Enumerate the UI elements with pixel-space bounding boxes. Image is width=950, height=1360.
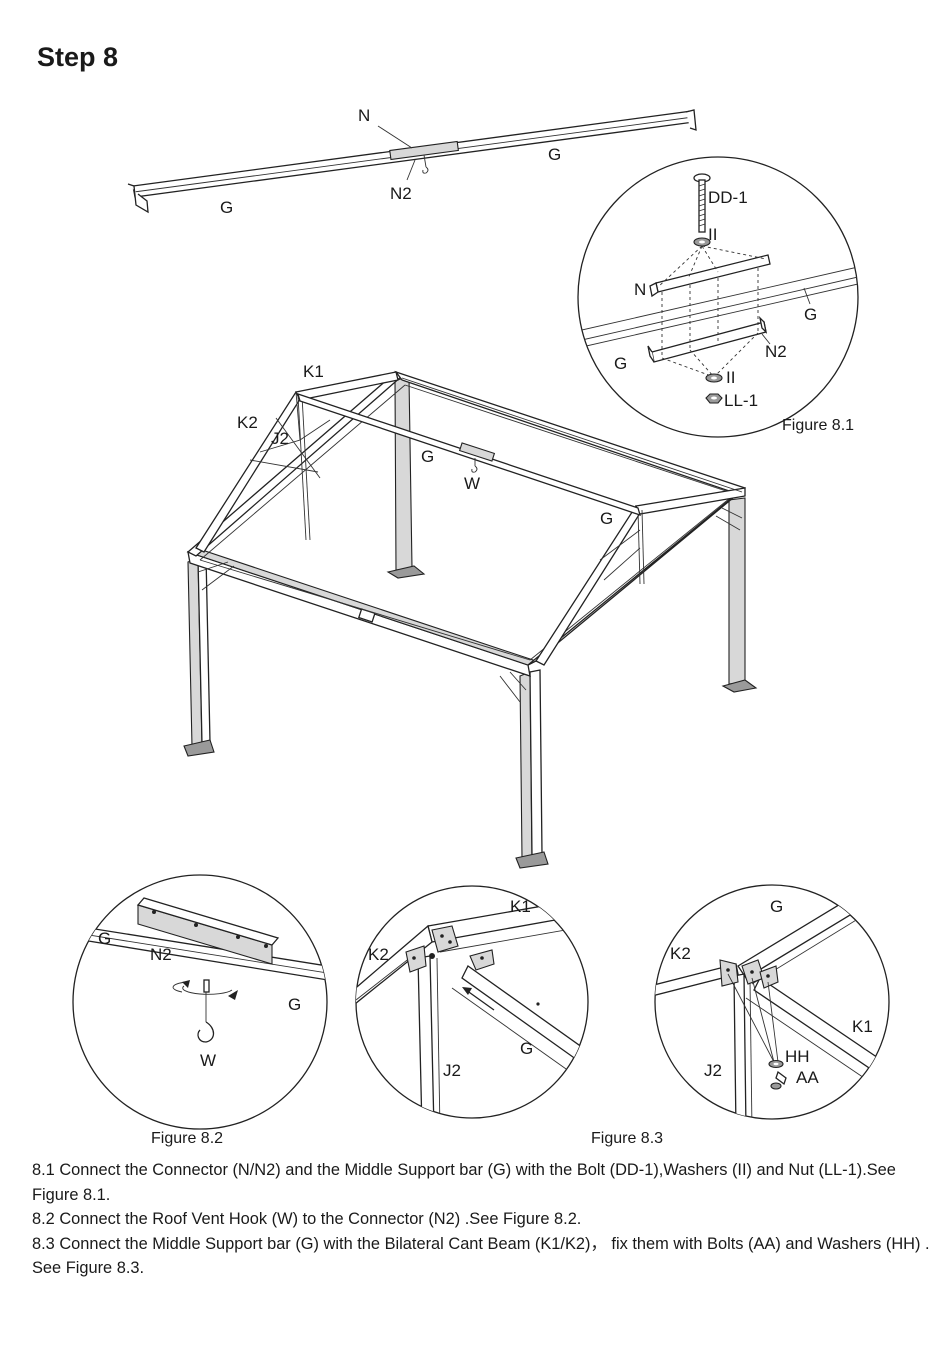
label-ll1: LL-1 xyxy=(724,391,758,410)
label-ii-bottom: II xyxy=(726,368,735,387)
instruction-8-2: 8.2 Connect the Roof Vent Hook (W) to th… xyxy=(32,1210,582,1228)
label-k2-fig83b: K2 xyxy=(670,944,691,963)
step-title: Step 8 xyxy=(37,42,119,72)
label-n-top: N xyxy=(358,106,370,125)
label-g-top-left: G xyxy=(220,198,233,217)
figure-8-1-detail xyxy=(578,173,858,404)
figure-8-2-detail xyxy=(73,897,327,1043)
label-g-main-right: G xyxy=(600,509,613,528)
figure-8-3-detail-left xyxy=(356,895,588,1118)
label-g-main-center: G xyxy=(421,447,434,466)
top-middle-support-bar xyxy=(127,109,697,214)
label-w-fig82: W xyxy=(200,1051,216,1070)
label-g-top-right: G xyxy=(548,145,561,164)
instruction-8-3: 8.3 Connect the Middle Support bar (G) w… xyxy=(32,1234,930,1278)
figure-8-3-circle-right xyxy=(654,884,890,1120)
instructions: 8.1 Connect the Connector (N/N2) and the… xyxy=(32,1158,944,1281)
label-n2-top: N2 xyxy=(390,184,412,203)
label-j2-fig83a: J2 xyxy=(443,1061,461,1080)
label-k2-fig83a: K2 xyxy=(368,945,389,964)
label-g-fig83a: G xyxy=(520,1039,533,1058)
label-g-fig81-right: G xyxy=(804,305,817,324)
label-w-main: W xyxy=(464,474,480,493)
gazebo-frame xyxy=(183,370,758,869)
label-hh-fig83b: HH xyxy=(785,1047,810,1066)
label-dd1: DD-1 xyxy=(708,188,748,207)
label-k1-main: K1 xyxy=(303,362,324,381)
caption-figure-8-3: Figure 8.3 xyxy=(591,1130,663,1147)
label-ii-top: II xyxy=(708,225,717,244)
label-j2-main: J2 xyxy=(271,429,289,448)
label-g-fig82-right: G xyxy=(288,995,301,1014)
figure-8-2-circle xyxy=(72,874,328,1130)
label-g-fig81-left: G xyxy=(614,354,627,373)
label-g-fig82-left: G xyxy=(98,929,111,948)
caption-figure-8-1: Figure 8.1 xyxy=(782,417,854,434)
figure-8-3-detail-right xyxy=(655,885,889,1119)
label-j2-fig83b: J2 xyxy=(704,1061,722,1080)
label-k2-main: K2 xyxy=(237,413,258,432)
figure-8-1-circle xyxy=(577,156,859,438)
label-n2-fig81: N2 xyxy=(765,342,787,361)
label-k1-fig83a: K1 xyxy=(510,897,531,916)
label-aa-fig83b: AA xyxy=(796,1068,819,1087)
label-n2-fig82: N2 xyxy=(150,945,172,964)
caption-figure-8-2: Figure 8.2 xyxy=(151,1130,223,1147)
label-n-fig81: N xyxy=(634,280,646,299)
assembly-illustration: N G N2 G xyxy=(72,106,890,1147)
instruction-8-1: 8.1 Connect the Connector (N/N2) and the… xyxy=(32,1161,896,1204)
label-g-fig83b: G xyxy=(770,897,783,916)
label-k1-fig83b: K1 xyxy=(852,1017,873,1036)
